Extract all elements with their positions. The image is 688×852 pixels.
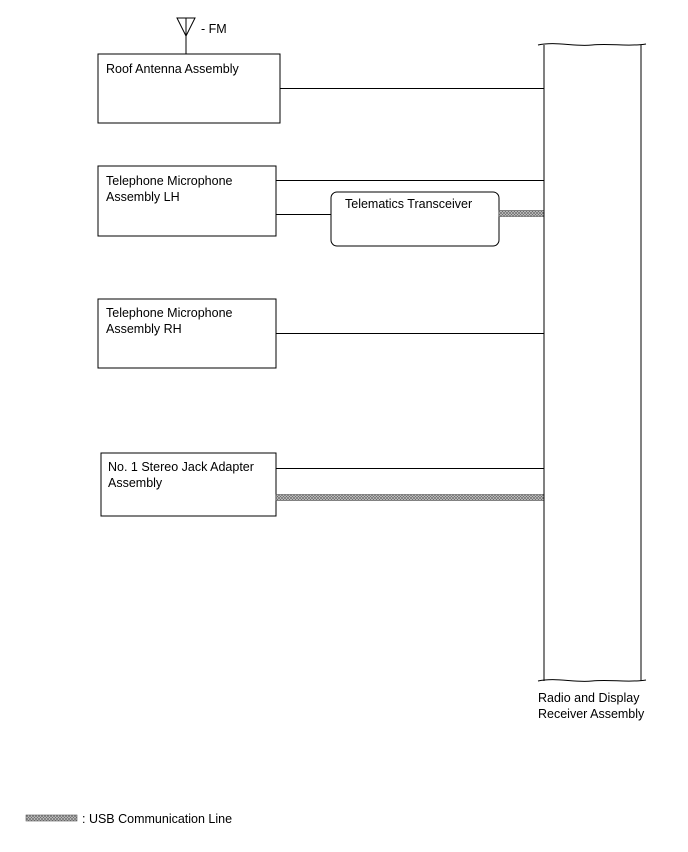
mic-rh-box <box>97 298 277 369</box>
stereo-jack-label-line2: Assembly <box>108 476 163 490</box>
antenna-icon <box>176 17 196 54</box>
stereo-jack-box <box>100 452 277 517</box>
telematics-label: Telematics Transceiver <box>345 197 472 211</box>
receiver-label-line1: Radio and Display <box>538 691 640 705</box>
roof-antenna-box <box>97 53 281 124</box>
antenna-label: - FM <box>201 22 227 36</box>
telematics-usb-line <box>498 210 545 217</box>
roof-antenna-label: Roof Antenna Assembly <box>106 62 239 76</box>
mic-lh-label-line2: Assembly LH <box>106 190 180 204</box>
stereo-jack-label-line1: No. 1 Stereo Jack Adapter <box>108 460 254 474</box>
mic-lh-box <box>97 165 277 237</box>
usb-legend-label: : USB Communication Line <box>82 812 232 826</box>
usb-legend-swatch <box>25 814 78 822</box>
mic-lh-label-line1: Telephone Microphone <box>106 174 233 188</box>
mic-rh-label-line2: Assembly RH <box>106 322 182 336</box>
receiver-column <box>537 43 647 682</box>
telematics-box <box>330 191 500 247</box>
mic-rh-label-line1: Telephone Microphone <box>106 306 233 320</box>
receiver-label-line2: Receiver Assembly <box>538 707 645 721</box>
stereo-jack-usb-line <box>275 494 545 501</box>
